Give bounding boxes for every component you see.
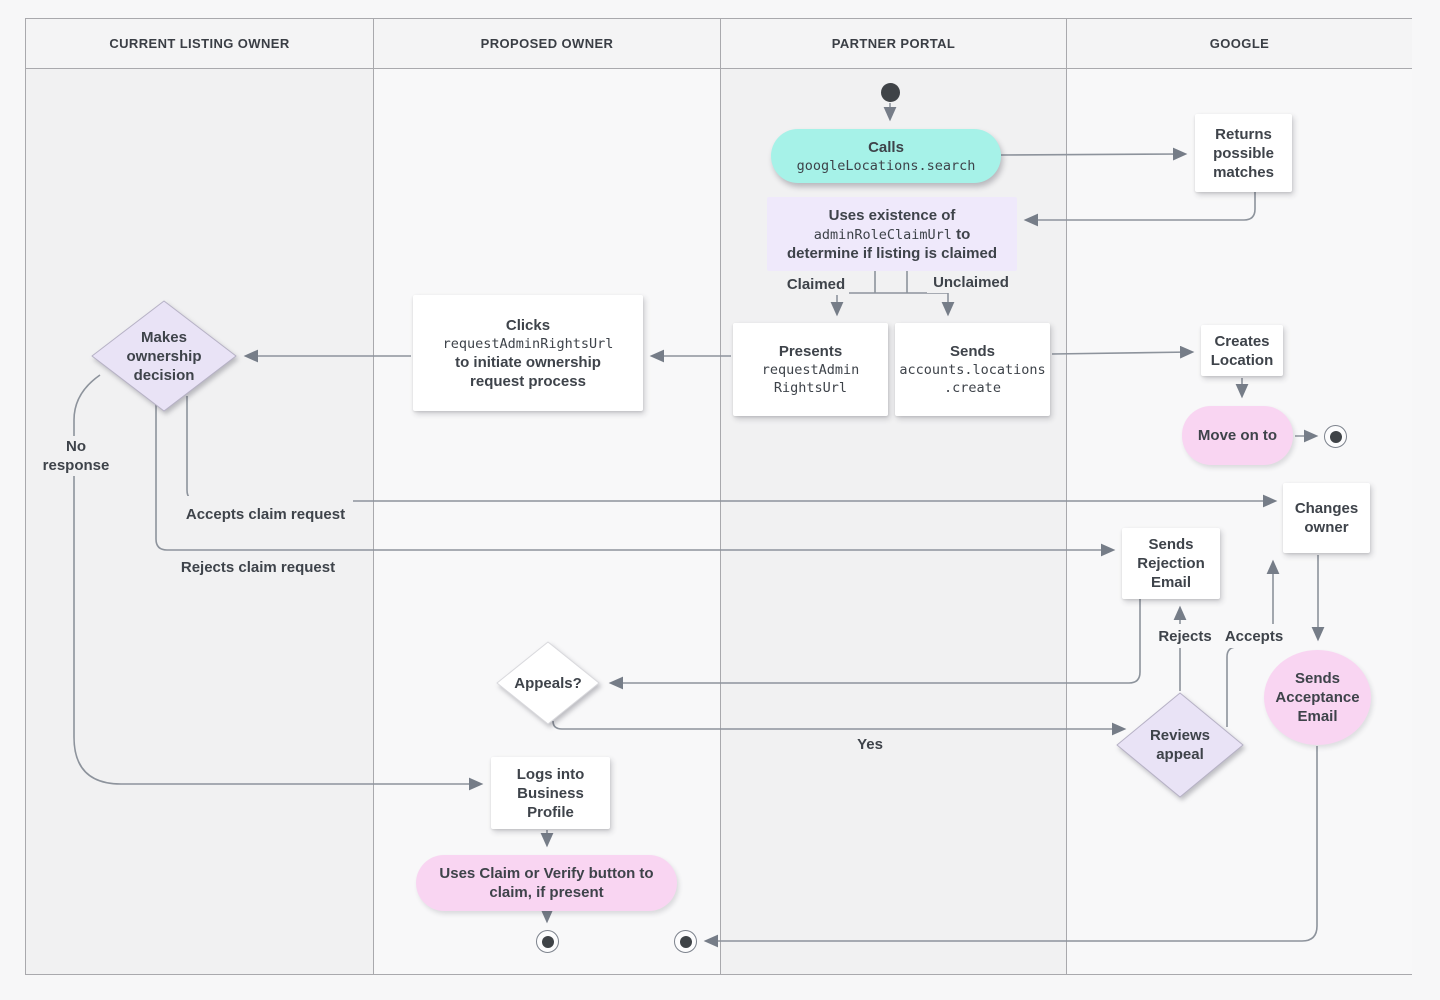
node-title: Clicks	[505, 316, 551, 334]
edge-accepts-claim	[186, 396, 1278, 508]
node-rest: to initiate ownership request process	[455, 353, 601, 390]
node-creates-location: Creates Location	[1201, 325, 1283, 376]
edge-label-yes: Yes	[850, 732, 890, 757]
node-sends-accounts-locations-create: Sends accounts.locations .create	[895, 323, 1050, 416]
node-code: requestAdmin RightsUrl	[761, 362, 860, 396]
node-line3: determine if listing is claimed	[786, 244, 998, 262]
edge-acceptance-to-end	[703, 746, 1318, 948]
diamond-shapes	[91, 300, 1244, 798]
edge-sendscreate-to-creates	[1051, 345, 1195, 359]
node-uses-existence-adminroleclaimurl: Uses existence of adminRoleClaimUrl to d…	[767, 197, 1017, 271]
edge-returns-to-uses	[1023, 192, 1256, 227]
start-node	[881, 83, 900, 102]
lane-header-proposed-owner: PROPOSED OWNER	[374, 19, 721, 69]
node-returns-possible-matches: Returns possible matches	[1195, 114, 1292, 192]
lane-header-google: GOOGLE	[1067, 19, 1412, 69]
edge-calls-to-returns	[1000, 147, 1188, 161]
end-node-acceptance	[674, 930, 697, 953]
lane-header-label: CURRENT LISTING OWNER	[109, 36, 290, 51]
edge-label-rejects-claim-request: Rejects claim request	[168, 554, 348, 580]
node-line2: adminRoleClaimUrl to	[814, 225, 971, 244]
lane-header-partner-portal: PARTNER PORTAL	[721, 19, 1067, 69]
node-presents-requestadminrightsurl: Presents requestAdmin RightsUrl	[733, 323, 888, 416]
end-node-move-on	[1324, 425, 1347, 448]
node-reviews-appeal: Reviews appeal	[1149, 727, 1211, 763]
edge-rejection-to-appeals	[608, 599, 1141, 690]
lane-header-label: GOOGLE	[1209, 36, 1270, 51]
edge-label-unclaimed: Unclaimed	[927, 271, 1015, 293]
edge-label-rejects: Rejects	[1154, 624, 1216, 648]
lane-header-label: PROPOSED OWNER	[480, 36, 614, 51]
node-code: requestAdminRightsUrl	[442, 335, 614, 352]
node-changes-owner: Changes owner	[1283, 483, 1370, 553]
reviews-appeal-diamond-shape	[1116, 692, 1244, 798]
lane-header-current-listing-owner: CURRENT LISTING OWNER	[26, 19, 374, 69]
node-code: accounts.locations .create	[899, 362, 1046, 396]
edge-label-accepts: Accepts	[1221, 624, 1287, 648]
edge-label-claimed: Claimed	[783, 273, 849, 295]
node-move-on-to: Move on to	[1182, 406, 1293, 465]
node-appeals: Appeals?	[514, 674, 582, 692]
makes-decision-diamond-shape	[91, 300, 237, 412]
node-code: adminRoleClaimUrl	[813, 226, 952, 243]
node-uses-claim-or-verify-button: Uses Claim or Verify button to claim, if…	[416, 855, 677, 911]
node-line2-suffix: to	[956, 225, 971, 243]
edge-uses-branch	[837, 271, 948, 294]
node-clicks-requestadminrightsurl: Clicks requestAdminRightsUrl to initiate…	[413, 295, 643, 411]
edge-appeals-yes-to-reviews	[552, 720, 1127, 736]
lane-header-label: PARTNER PORTAL	[831, 36, 956, 51]
node-sends-rejection-email: Sends Rejection Email	[1122, 528, 1220, 599]
node-logs-into-business-profile: Logs into Business Profile	[491, 757, 610, 829]
node-calls-googlelocations-search: Calls googleLocations.search	[771, 129, 1001, 183]
node-title: Presents	[778, 343, 843, 360]
edge-label-accepts-claim-request: Accepts claim request	[178, 496, 353, 532]
node-line1: Uses existence of	[828, 206, 956, 224]
edge-rejects-claim	[155, 402, 1116, 557]
node-code: googleLocations.search	[796, 157, 976, 174]
node-title: Calls	[868, 138, 904, 156]
end-node-claim	[536, 930, 559, 953]
edge-no-response	[73, 374, 484, 791]
edge-label-no-response: No response	[38, 436, 114, 476]
node-title: Sends	[949, 343, 995, 360]
appeals-diamond-shape	[496, 641, 600, 725]
node-makes-ownership-decision: Makes ownership decision	[126, 328, 202, 384]
node-sends-acceptance-email: Sends Acceptance Email	[1264, 650, 1371, 745]
